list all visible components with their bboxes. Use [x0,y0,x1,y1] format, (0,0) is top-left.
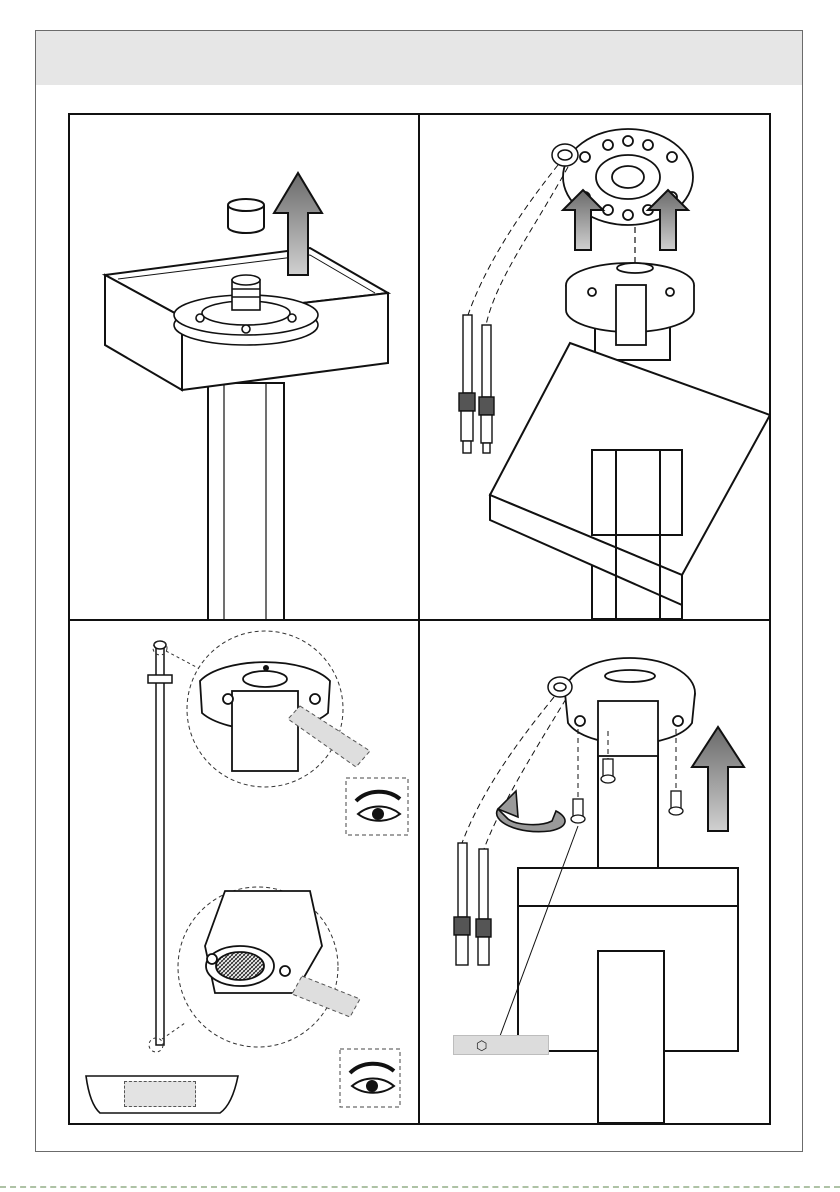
bottom-tray [518,868,738,1123]
pole [208,383,284,619]
cables [468,165,568,325]
top-cap [228,199,264,233]
page-header [36,31,802,85]
base-plate [566,263,694,345]
step-1-panel [70,115,418,619]
eye-icon [340,1049,400,1107]
step-3-illustration [70,621,418,1123]
magnify-lower [178,887,360,1047]
bottom-tray [490,343,769,619]
step-2-illustration [420,115,769,619]
page-bottom-edge [0,1186,840,1188]
cable-plugs [454,843,491,965]
tray-label [124,1081,196,1107]
rod [148,641,172,1045]
lift-arrow-icon [692,727,744,831]
rotate-arrow-icon [497,791,565,832]
cable-plugs [459,315,494,453]
magnify-upper [187,631,370,787]
hex-key-icon: ⬡ [476,1039,487,1052]
cable-clip [552,144,578,166]
step-3-panel [70,621,418,1123]
cable-clip [548,677,572,697]
step-2-panel [420,115,769,619]
step-1-illustration [70,115,418,619]
eye-icon [346,778,408,835]
tool-label: ⬡ [453,1035,549,1055]
